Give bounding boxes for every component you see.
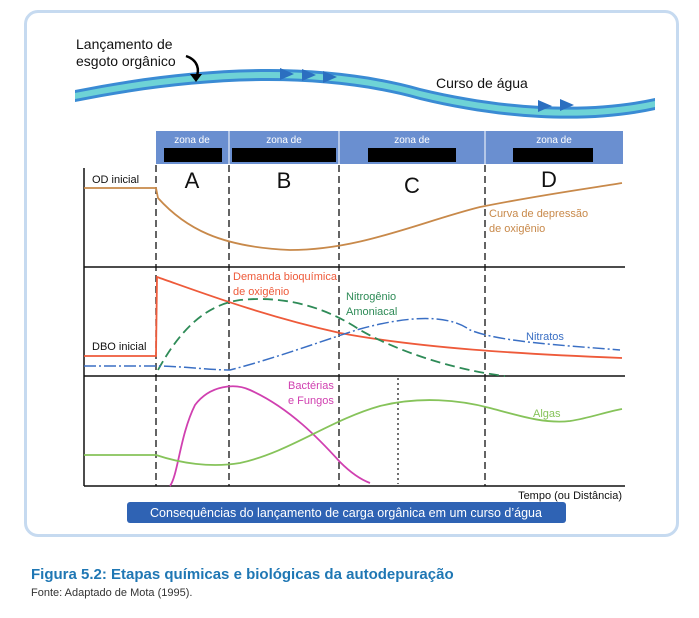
river: Lançamento de esgoto orgânico Curso de á… bbox=[75, 36, 655, 119]
zone-header-text: zona de bbox=[536, 135, 572, 146]
ammonia-curve bbox=[157, 298, 506, 377]
oxygen-sag-curve bbox=[84, 182, 623, 251]
nitrate-curve bbox=[84, 317, 621, 371]
bod-curve bbox=[84, 275, 623, 359]
dbo-initial-label: DBO inicial bbox=[92, 341, 146, 353]
flow-arrow-icon bbox=[323, 71, 337, 83]
flow-arrow-icon bbox=[302, 69, 316, 81]
flow-arrow-icon bbox=[538, 100, 552, 112]
zone-letter-d: D bbox=[541, 167, 557, 192]
zone-letter-a: A bbox=[185, 168, 200, 193]
river-inner bbox=[75, 72, 655, 116]
panel-frames bbox=[83, 165, 625, 487]
zone-header-text: zona de bbox=[394, 135, 430, 146]
demand-label: Demanda bioquímica bbox=[233, 271, 338, 283]
figure-frame bbox=[24, 10, 679, 537]
discharge-arrowhead-icon bbox=[190, 74, 202, 82]
figure-caption-source: Fonte: Adaptado de Mota (1995). bbox=[31, 587, 193, 599]
ammonia-label: Amoniacal bbox=[346, 306, 397, 318]
bacteria-label: Bactérias bbox=[288, 380, 334, 392]
nitrate-label: Nitratos bbox=[526, 331, 564, 343]
flow-arrow-icon bbox=[280, 68, 294, 80]
discharge-label: esgoto orgânico bbox=[76, 53, 176, 69]
demand-label: de oxigênio bbox=[233, 286, 289, 298]
figure-caption-title: Figura 5.2: Etapas químicas e biológicas… bbox=[31, 566, 454, 583]
redaction-box bbox=[368, 148, 456, 162]
algae-curve bbox=[84, 399, 623, 466]
redaction-box bbox=[232, 148, 336, 162]
zone-header-text: zona de bbox=[174, 135, 210, 146]
oxygen-curve-label: de oxigênio bbox=[489, 223, 545, 235]
banner-background bbox=[127, 502, 566, 523]
river-label: Curso de água bbox=[436, 75, 528, 91]
discharge-label: Lançamento de bbox=[76, 36, 173, 52]
od-initial-label: OD inicial bbox=[92, 174, 139, 186]
redaction-box bbox=[164, 148, 222, 162]
zone-letter-b: B bbox=[277, 168, 292, 193]
zone-letter-c: C bbox=[404, 173, 420, 198]
zone-headers: zona de zona de zona de zona de bbox=[156, 131, 623, 164]
redaction-box bbox=[513, 148, 593, 162]
zone-header-text: zona de bbox=[266, 135, 302, 146]
algae-label: Algas bbox=[533, 408, 561, 420]
oxygen-curve-label: Curva de depressão bbox=[489, 208, 588, 220]
ammonia-label: Nitrogênio bbox=[346, 291, 396, 303]
time-axis-label: Tempo (ou Distância) bbox=[518, 490, 622, 502]
bacteria-label: e Fungos bbox=[288, 395, 334, 407]
banner-text: Consequências do lançamento de carga org… bbox=[150, 506, 542, 520]
flow-arrow-icon bbox=[560, 99, 574, 111]
river-outer bbox=[75, 69, 655, 119]
bacteria-curve bbox=[169, 385, 371, 487]
